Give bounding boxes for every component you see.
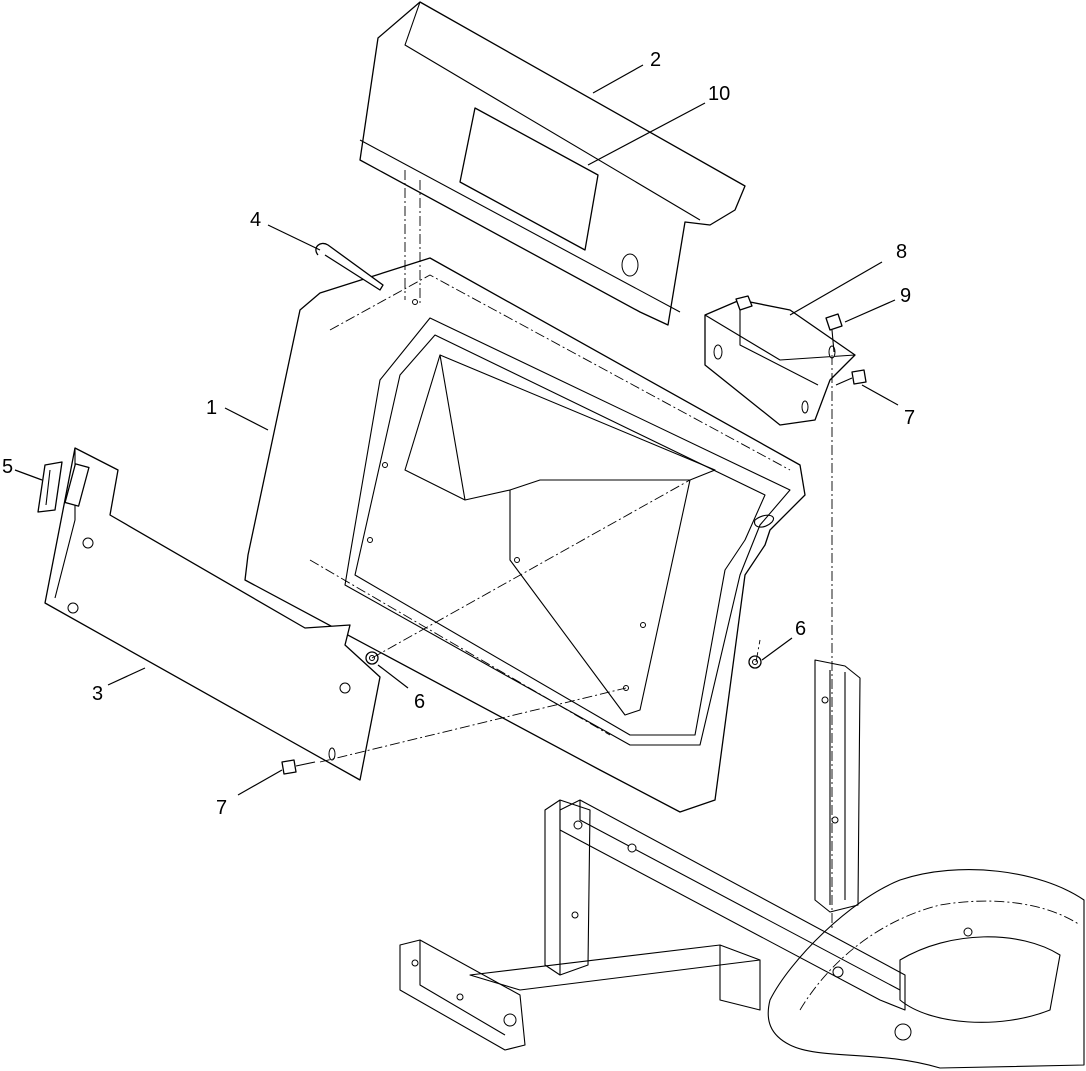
part-4-pin bbox=[315, 242, 384, 291]
machine-frame bbox=[399, 659, 1085, 1069]
callout-10: 10 bbox=[708, 83, 730, 105]
part-9-bolt bbox=[825, 313, 843, 353]
part-3-side-panel bbox=[44, 447, 381, 781]
callout-4: 4 bbox=[250, 209, 261, 231]
callout-7-right: 7 bbox=[904, 407, 915, 429]
callout-6-right: 6 bbox=[795, 618, 806, 640]
leader-lines bbox=[14, 64, 899, 796]
callout-9: 9 bbox=[900, 285, 911, 307]
part-2-top-cover bbox=[359, 1, 746, 326]
callout-labels: 1 2 3 4 5 6 6 7 7 8 9 10 bbox=[2, 49, 915, 819]
callout-5: 5 bbox=[2, 456, 13, 478]
assembly-lines bbox=[319, 170, 833, 930]
callout-1: 1 bbox=[206, 397, 217, 419]
part-1-housing bbox=[244, 257, 806, 813]
part-10-decal bbox=[459, 107, 599, 251]
part-7-bolts bbox=[281, 369, 867, 775]
callout-2: 2 bbox=[650, 49, 661, 71]
part-5-clip bbox=[37, 461, 63, 513]
callout-6-lower: 6 bbox=[414, 691, 425, 713]
callout-3: 3 bbox=[92, 683, 103, 705]
part-8-bracket bbox=[704, 295, 856, 426]
callout-8: 8 bbox=[896, 241, 907, 263]
callout-7-lower: 7 bbox=[216, 797, 227, 819]
